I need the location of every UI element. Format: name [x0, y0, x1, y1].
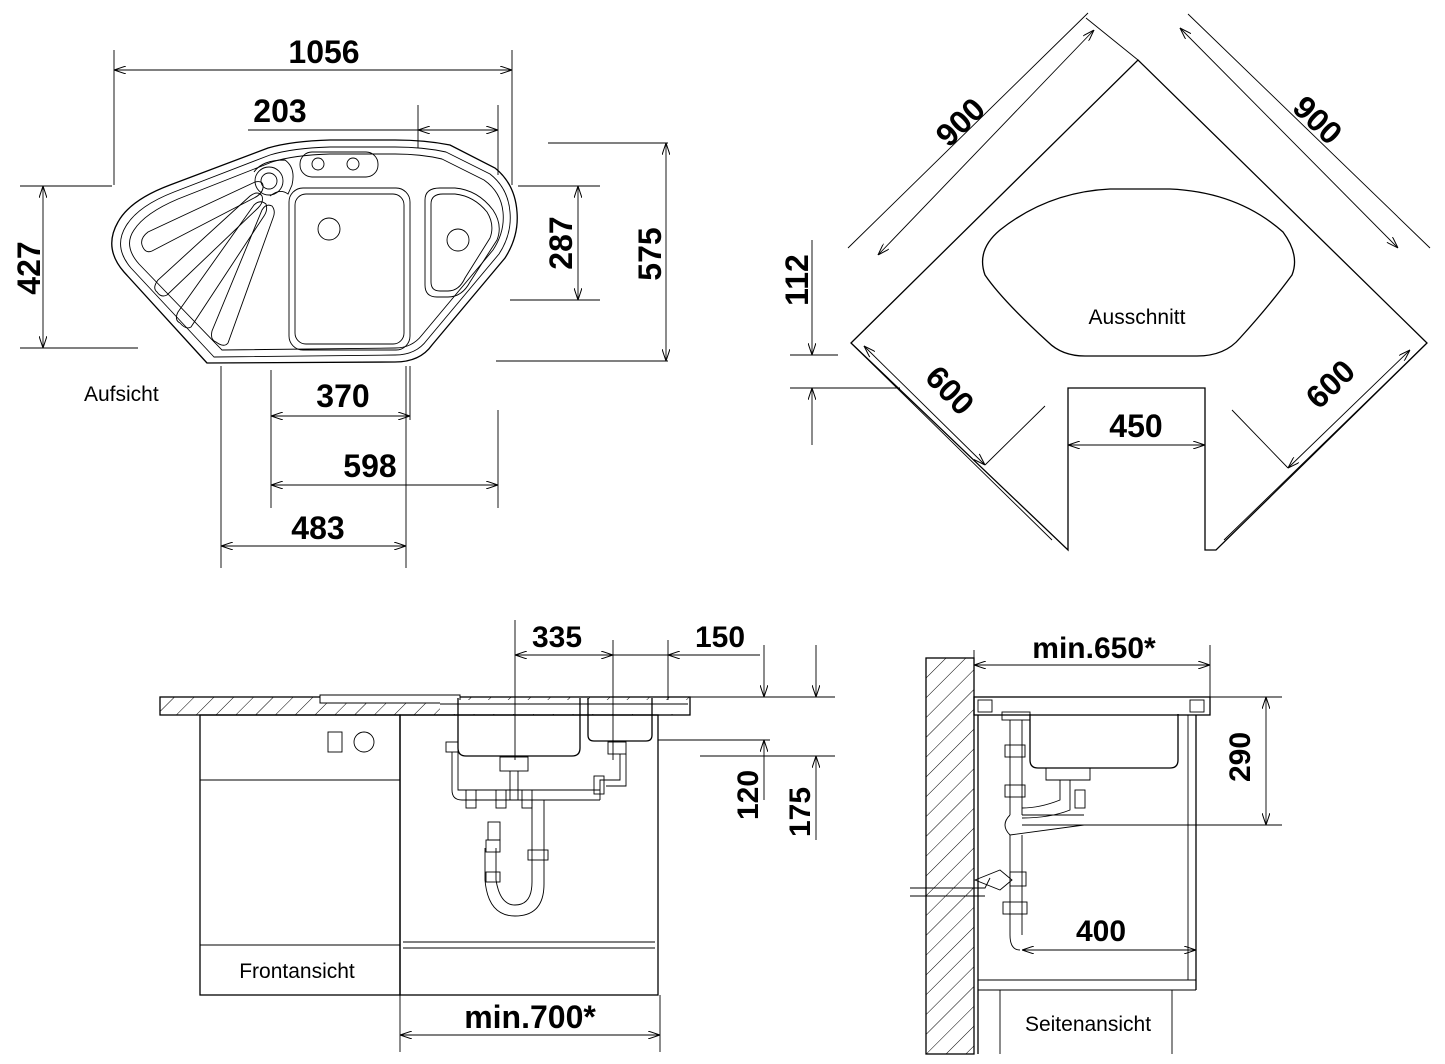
- dim-label-side-left: 900: [929, 91, 992, 154]
- drainer-ribs: [141, 159, 294, 346]
- dim-290: 290: [1022, 696, 1282, 826]
- dim-483: 483: [220, 366, 407, 568]
- dim-min700: min.700*: [399, 995, 661, 1052]
- front-plumbing: [445, 741, 627, 917]
- dim-label-overall-width: 1056: [288, 34, 359, 70]
- dim-label-bowl-depth: 287: [543, 216, 579, 269]
- dim-label-overall-depth: 575: [632, 227, 668, 280]
- dim-label-small-bowl: 150: [695, 621, 745, 654]
- dim-900-left: 900: [847, 12, 1139, 255]
- dim-label-front: 450: [1109, 408, 1162, 444]
- dim-1056: 1056: [113, 34, 513, 185]
- dim-900-right: 900: [1180, 13, 1431, 248]
- dim-203: 203: [248, 93, 499, 175]
- front-view-label: Frontansicht: [239, 960, 355, 983]
- dim-label-edge-offset: 112: [779, 254, 815, 306]
- dim-label-leg-left: 600: [918, 359, 981, 422]
- dim-598: 598: [271, 410, 499, 508]
- tap-holes: [299, 151, 379, 178]
- dim-370: 370: [270, 366, 411, 508]
- cutout-shape: [981, 188, 1296, 357]
- small-bowl: [424, 187, 500, 298]
- dim-label-depth-175: 175: [784, 787, 817, 837]
- wall: [925, 657, 975, 1055]
- cutout-view: Ausschnitt 900 900 112 600 600: [779, 12, 1431, 552]
- dim-label-cut-width: 598: [343, 448, 396, 484]
- dim-label-tap-offset: 203: [253, 93, 306, 129]
- dim-287: 287: [510, 185, 600, 301]
- dim-600-left: 600: [864, 346, 1046, 465]
- dim-label-bowl-spacing: 335: [532, 621, 582, 654]
- front-view: 335 150 120 175 Frontansicht min.700*: [159, 620, 835, 1052]
- dim-min650: min.650*: [973, 632, 1211, 697]
- side-cabinet: [977, 715, 1197, 1054]
- dim-600-right: 600: [1231, 350, 1410, 468]
- dim-150: 150: [613, 621, 760, 700]
- top-view-label: Aufsicht: [84, 383, 159, 406]
- dim-427: 427: [11, 185, 138, 349]
- cabinet: [199, 714, 659, 996]
- dim-335: 335: [514, 620, 614, 760]
- top-view: 1056 203 427 287 575 Aufsicht: [11, 34, 668, 568]
- side-bowl: [1029, 714, 1179, 769]
- side-view-label: Seitenansicht: [1025, 1013, 1151, 1036]
- dim-label-drain-offset: 400: [1076, 915, 1126, 948]
- dim-label-depth-left: 427: [11, 241, 47, 294]
- cutout-label: Ausschnitt: [1089, 306, 1186, 329]
- side-view: min.650* 290 400 Seitenansicht: [910, 632, 1282, 1055]
- dim-label-left-width: 483: [291, 510, 344, 546]
- dim-label-side-right: 900: [1286, 89, 1349, 152]
- dim-label-depth-120: 120: [732, 770, 765, 820]
- dim-label-bowl-width: 370: [316, 378, 369, 414]
- dim-label-side-cabinet-min: min.650*: [1032, 632, 1156, 665]
- dim-575: 575: [496, 142, 668, 362]
- side-plumbing: [910, 711, 1091, 951]
- sink-outline: [111, 139, 518, 364]
- dim-112: 112: [779, 240, 900, 445]
- dim-120-175: 120 175: [658, 645, 835, 840]
- dim-450: 450: [1067, 388, 1206, 466]
- dim-400: 400: [1022, 915, 1196, 950]
- dim-label-cabinet-min: min.700*: [464, 999, 596, 1035]
- main-bowl: [288, 187, 411, 351]
- dim-label-side-height: 290: [1224, 732, 1257, 782]
